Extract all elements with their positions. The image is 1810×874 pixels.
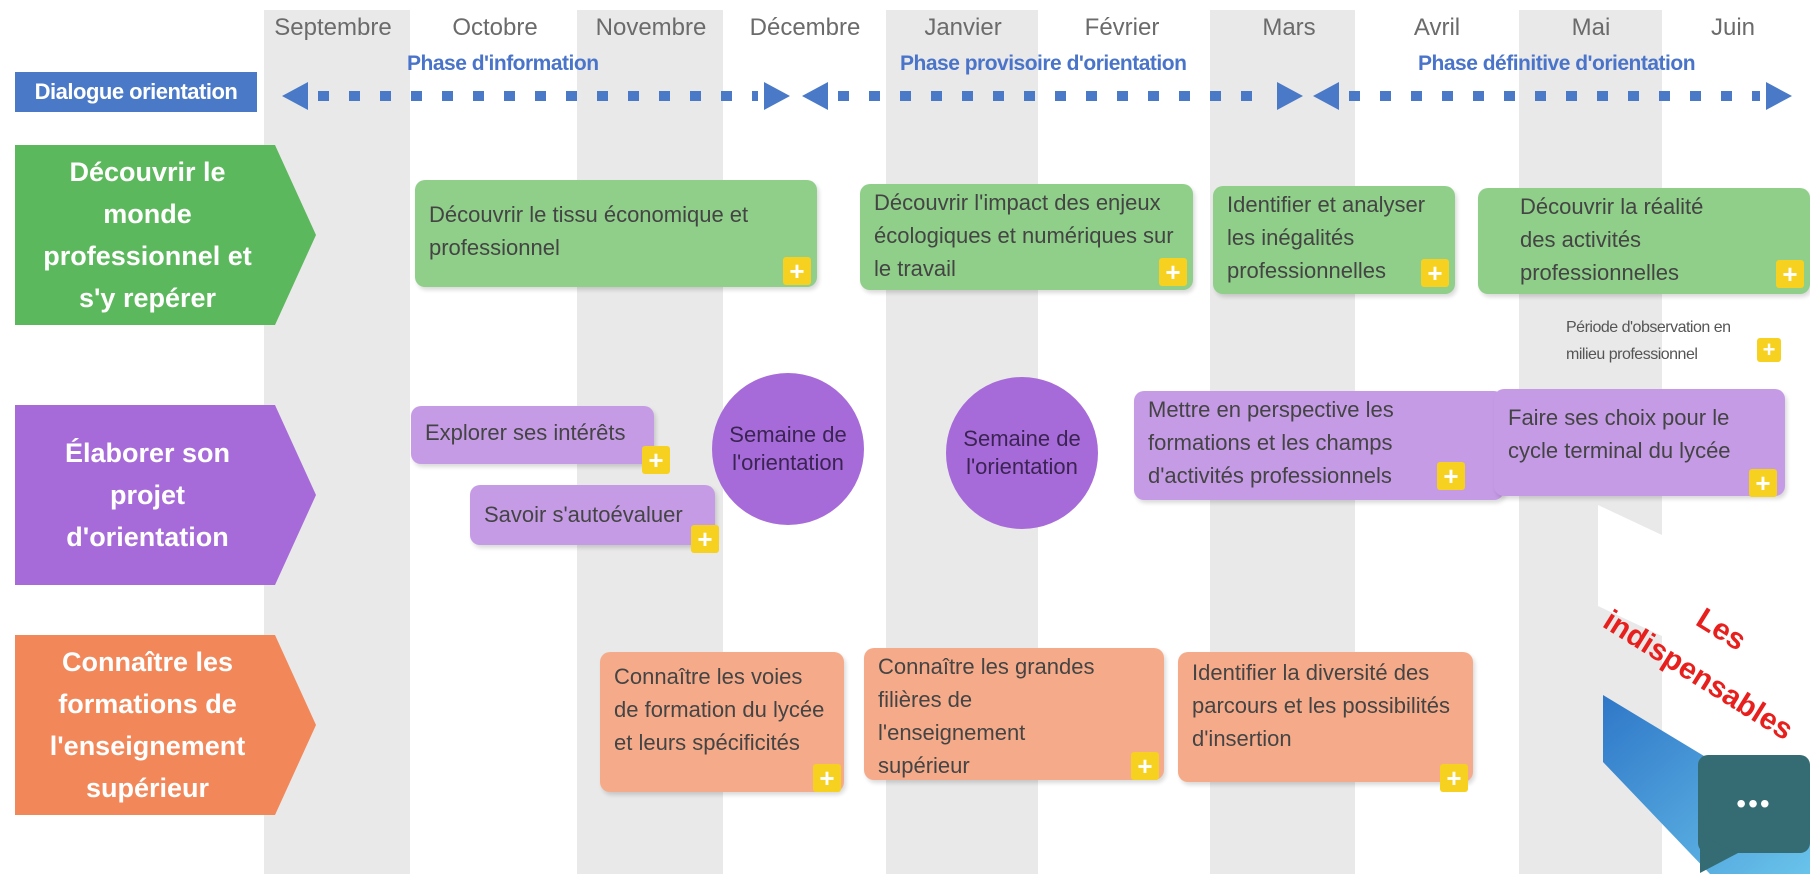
white-ribbon xyxy=(1598,505,1662,636)
activity-grandes-filieres[interactable]: Connaître les grandes filières de l'ense… xyxy=(864,648,1164,780)
semaine-orientation-circle-1[interactable]: Semaine de l'orientation xyxy=(712,373,864,525)
activity-inegalites[interactable]: Identifier et analyser les inégalités pr… xyxy=(1213,186,1455,294)
plus-icon[interactable]: + xyxy=(1437,462,1465,490)
activity-perspective-formations-label: Mettre en perspective les formations et … xyxy=(1148,397,1394,488)
activity-inegalites-label: Identifier et analyser les inégalités pr… xyxy=(1227,192,1426,283)
plus-icon[interactable]: + xyxy=(691,525,719,553)
category-monde-professionnel: Découvrir le monde professionnel et s'y … xyxy=(15,145,280,325)
category-green-shape xyxy=(15,145,316,325)
activity-diversite-parcours-label: Identifier la diversité des parcours et … xyxy=(1192,660,1451,751)
activity-voies-formation-label: Connaître les voies de formation du lycé… xyxy=(614,664,825,755)
activity-impact-enjeux[interactable]: Découvrir l'impact des enjeux écologique… xyxy=(860,184,1193,290)
activity-choix-cycle-terminal[interactable]: Faire ses choix pour le cycle terminal d… xyxy=(1494,389,1785,496)
activity-voies-formation[interactable]: Connaître les voies de formation du lycé… xyxy=(600,652,844,792)
chat-button[interactable]: ••• xyxy=(1698,755,1810,853)
activity-realite-activites[interactable]: Découvrir la réalité des activités profe… xyxy=(1478,188,1810,294)
chat-bubble-tail xyxy=(1700,835,1738,873)
category-purple-shape xyxy=(15,405,316,585)
month-label-septembre: Septembre xyxy=(274,14,392,41)
semaine-orientation-label-2: Semaine de l'orientation xyxy=(963,426,1081,479)
dialogue-orientation-label: Dialogue orientation xyxy=(15,72,257,112)
activity-autoevaluer-label: Savoir s'autoévaluer xyxy=(484,502,683,527)
activity-impact-enjeux-label: Découvrir l'impact des enjeux écologique… xyxy=(874,190,1174,281)
activity-choix-cycle-terminal-label: Faire ses choix pour le cycle terminal d… xyxy=(1508,405,1731,463)
month-label-janvier: Janvier xyxy=(924,14,1002,41)
semaine-orientation-circle-2[interactable]: Semaine de l'orientation xyxy=(946,377,1098,529)
plus-icon[interactable]: + xyxy=(783,257,811,285)
month-label-fevrier: Février xyxy=(1084,14,1160,41)
category-formations-label: Connaître les formations de l'enseigneme… xyxy=(49,647,246,803)
activity-explorer-interets[interactable]: Explorer ses intérêts xyxy=(411,406,654,464)
activity-tissu-economique[interactable]: Découvrir le tissu économique et profess… xyxy=(415,180,817,287)
phase-definitive-label: Phase définitive d'orientation xyxy=(1418,52,1696,75)
arrow-right-head xyxy=(1277,82,1303,110)
category-projet-orientation: Élaborer son projet d'orientation xyxy=(15,405,280,585)
category-monde-professionnel-label: Découvrir le monde professionnel et s'y … xyxy=(43,157,252,313)
more-dots-icon: ••• xyxy=(1736,788,1772,819)
activity-autoevaluer[interactable]: Savoir s'autoévaluer xyxy=(470,485,715,545)
semaine-orientation-label-1: Semaine de l'orientation xyxy=(729,422,847,475)
arrow-right-head xyxy=(1766,82,1792,110)
activity-explorer-interets-label: Explorer ses intérêts xyxy=(425,420,626,445)
category-formations: Connaître les formations de l'enseigneme… xyxy=(15,635,280,815)
plus-icon[interactable]: + xyxy=(1757,338,1781,362)
phase-information-label: Phase d'information xyxy=(407,52,599,75)
month-label-novembre: Novembre xyxy=(595,14,707,41)
plus-icon[interactable]: + xyxy=(813,764,841,792)
plus-icon[interactable]: + xyxy=(1159,258,1187,286)
arrow-left-head xyxy=(282,82,308,110)
arrow-left-head xyxy=(802,82,828,110)
month-label-avril: Avril xyxy=(1413,14,1461,41)
phase-provisoire-label: Phase provisoire d'orientation xyxy=(900,52,1187,75)
activity-realite-activites-label: Découvrir la réalité des activités profe… xyxy=(1520,194,1704,285)
month-label-octobre: Octobre xyxy=(452,14,538,41)
plus-icon[interactable]: + xyxy=(1440,764,1468,792)
activity-grandes-filieres-label: Connaître les grandes filières de l'ense… xyxy=(878,654,1095,778)
month-label-decembre: Décembre xyxy=(749,14,861,41)
plus-icon[interactable]: + xyxy=(1749,469,1777,497)
month-label-mars: Mars xyxy=(1262,14,1316,41)
activity-diversite-parcours[interactable]: Identifier la diversité des parcours et … xyxy=(1178,652,1473,782)
arrow-right-head xyxy=(764,82,790,110)
arrow-left-head xyxy=(1313,82,1339,110)
chat-bubble-bg xyxy=(1698,755,1810,853)
plus-icon[interactable]: + xyxy=(642,446,670,474)
category-orange-shape xyxy=(15,635,316,815)
month-label-juin: Juin xyxy=(1710,14,1756,41)
plus-icon[interactable]: + xyxy=(1421,259,1449,287)
activity-tissu-economique-label: Découvrir le tissu économique et profess… xyxy=(429,202,749,260)
plus-icon[interactable]: + xyxy=(1776,260,1804,288)
category-projet-orientation-label: Élaborer son projet d'orientation xyxy=(64,438,231,552)
plus-icon[interactable]: + xyxy=(1131,752,1159,780)
periode-observation-text: Période d'observation en milieu professi… xyxy=(1566,319,1731,363)
month-label-mai: Mai xyxy=(1571,14,1611,41)
